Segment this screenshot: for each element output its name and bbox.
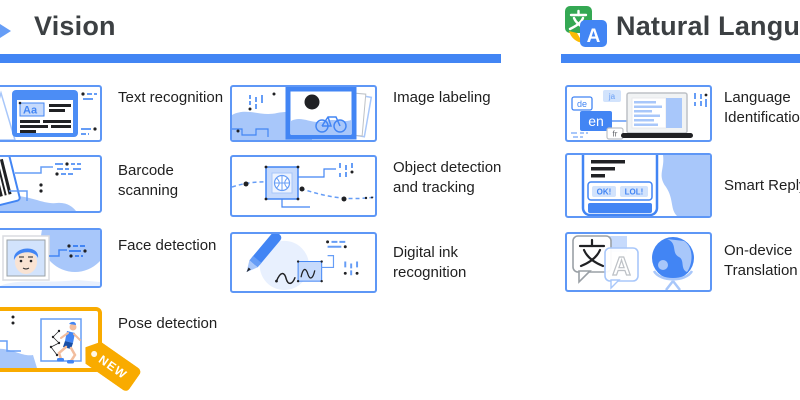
vision-eye-icon (0, 24, 11, 38)
card-object-detection[interactable] (230, 155, 377, 217)
labeled-photo-icon (285, 87, 357, 140)
annotation-marks (694, 93, 708, 108)
reply-chip-lol: LOL! (625, 188, 644, 197)
latin-speech-bubble-icon: A (604, 247, 639, 290)
document-text-lines (20, 104, 71, 133)
label-face-detection: Face detection (118, 237, 217, 254)
cjk-speech-bubble-icon (572, 235, 612, 284)
annotation-marks (236, 92, 276, 133)
digital-ink-illustration (246, 234, 359, 291)
card-on-device-translation[interactable]: A (565, 232, 712, 292)
annotation-marks (339, 163, 354, 177)
globe-icon (652, 237, 694, 290)
annotation-marks (67, 244, 87, 258)
label-digital-ink: Digital ink recognition (393, 244, 467, 281)
sample-text-aa: Aa (23, 105, 38, 117)
label-pose-detection: Pose detection (118, 315, 218, 332)
card-face-detection[interactable] (0, 228, 102, 288)
lang-chip-de: de (577, 99, 587, 109)
lang-chip-en: en (588, 113, 604, 129)
label-barcode-scanning: Barcode scanning (118, 162, 179, 199)
face-photo-icon (2, 235, 50, 281)
new-badge-text: NEW (96, 351, 131, 382)
latin-glyph: A (587, 26, 601, 47)
pose-skeleton-marks (49, 329, 61, 357)
annotation-marks (571, 132, 588, 138)
image-labeling-illustration (232, 87, 373, 140)
natural-language-divider-bar (561, 54, 800, 63)
barcode-icon (0, 157, 21, 210)
label-smart-reply: Smart Reply (724, 177, 800, 194)
laptop-icon (621, 92, 693, 138)
card-digital-ink[interactable] (230, 232, 377, 293)
face-detection-illustration (0, 230, 100, 286)
pose-detection-illustration (0, 315, 82, 368)
lang-chip-ja: ja (608, 92, 616, 101)
on-device-translation-illustration: A (572, 235, 694, 290)
label-object-detection: Object detection and tracking (393, 159, 502, 196)
card-image-labeling[interactable] (230, 85, 377, 142)
lang-chip-fr: fr (613, 130, 618, 139)
vision-section-title: Vision (34, 11, 116, 41)
natural-language-section-title: Natural Language (616, 11, 800, 41)
bounding-box-basketball-icon (264, 165, 300, 201)
language-identification-illustration: ja de en fr (571, 90, 708, 140)
label-image-labeling: Image labeling (393, 89, 491, 106)
object-detection-illustration (232, 163, 375, 208)
balloon-icon (304, 94, 320, 110)
label-text-recognition: Text recognition (118, 89, 224, 106)
runner-icon (57, 321, 81, 364)
barcode-scanning-illustration (0, 157, 81, 211)
smart-reply-illustration: OK! LOL! (581, 155, 710, 216)
text-recognition-illustration: Aa (0, 90, 97, 140)
card-text-recognition[interactable]: Aa (0, 85, 102, 142)
card-barcode-scanning[interactable] (0, 155, 102, 213)
chat-phone-icon: OK! LOL! (581, 155, 659, 216)
card-language-identification[interactable]: ja de en fr (565, 85, 712, 142)
annotation-marks (39, 162, 81, 193)
translate-latin-glyph: A (612, 251, 631, 281)
reply-chip-ok: OK! (597, 188, 612, 197)
card-smart-reply[interactable]: OK! LOL! (565, 153, 712, 218)
annotation-marks (81, 92, 97, 135)
badge-hole (90, 349, 98, 357)
card-pose-detection[interactable] (0, 307, 102, 372)
label-language-identification: Language Identification (724, 89, 800, 126)
translate-icon: A (565, 6, 607, 47)
vision-divider-bar (0, 54, 501, 63)
pen-icon (246, 234, 282, 273)
bicycle-icon (315, 116, 347, 133)
label-on-device-translation: On-device Translation (724, 242, 798, 279)
ink-box-icon (296, 260, 323, 283)
annotation-marks (321, 240, 359, 276)
